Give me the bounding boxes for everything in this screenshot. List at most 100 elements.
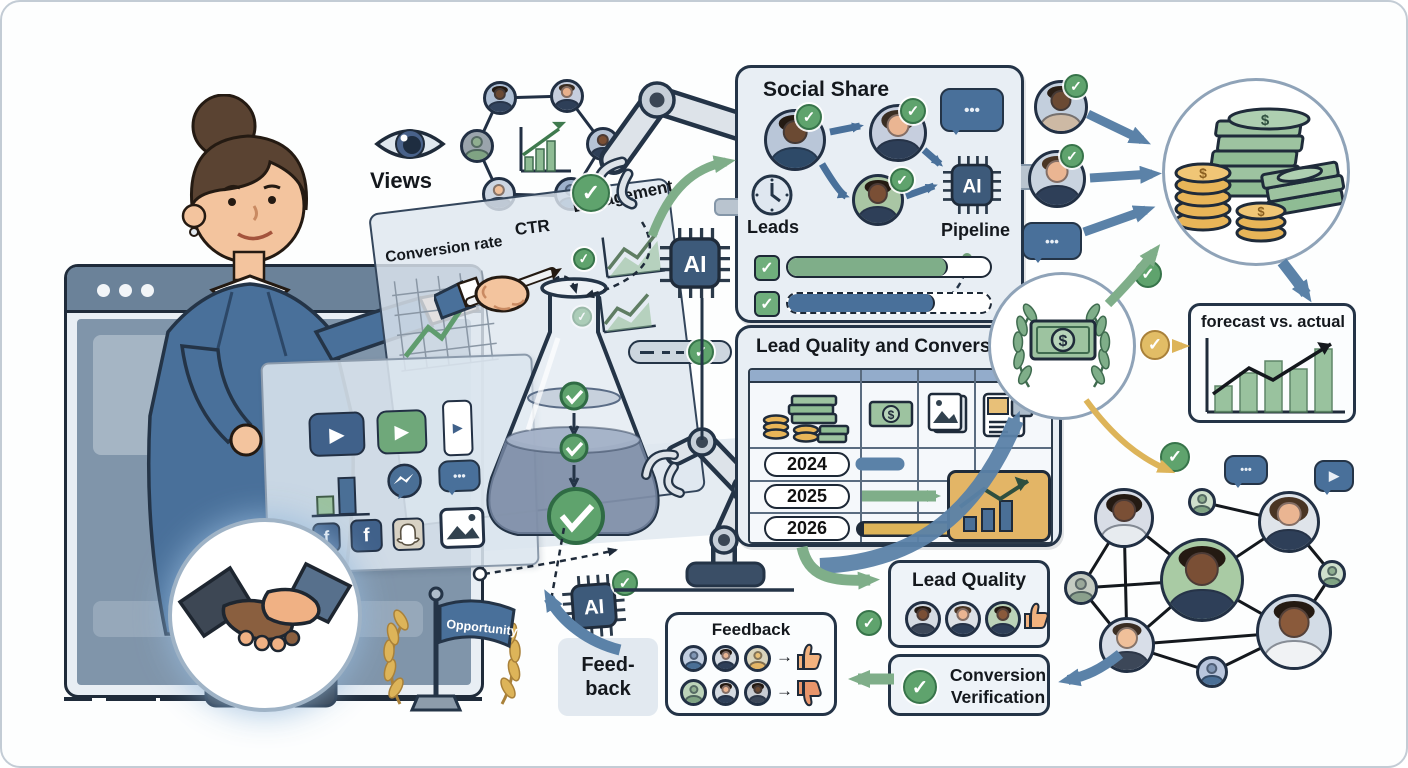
blue-arrow-avatar-to-money <box>1086 109 1152 145</box>
avatar <box>1064 571 1098 605</box>
svg-text:AI: AI <box>684 251 707 277</box>
social-share-title: Social Share <box>763 78 890 101</box>
check-icon: ✓ <box>1160 442 1190 472</box>
handshake-circle <box>168 518 362 712</box>
avatar <box>1188 488 1216 516</box>
check-icon: ✓ <box>1134 260 1162 288</box>
earring <box>189 227 199 237</box>
pipeline-label: Pipeline <box>941 220 1011 240</box>
thumbs-up-icon <box>1024 602 1049 629</box>
social-media-board: ▶ ▶ ▶ ••• f f <box>260 353 540 575</box>
messenger-icon <box>387 463 422 500</box>
checkbox-icon: ✓ <box>754 255 780 281</box>
green-laurel-icon <box>1012 303 1111 388</box>
chat-bubble-icon: ••• <box>1022 222 1082 263</box>
video-play-icon: ▶ <box>376 409 428 455</box>
conversion-box-line2: Verification <box>950 686 1046 707</box>
image-icon <box>439 506 486 549</box>
avatar <box>985 601 1021 637</box>
blue-arrow-avatar-to-money <box>1089 165 1162 184</box>
flask-big-check-icon <box>547 487 605 545</box>
lead-quality-box-title: Lead Quality <box>911 570 1027 591</box>
revenue-money-circle: $ $ $ <box>1162 78 1350 266</box>
ear <box>181 203 207 229</box>
clock-icon <box>751 174 793 216</box>
award-money-circle: $ <box>988 272 1136 420</box>
avatar <box>680 679 707 706</box>
flask-check-icon <box>559 381 589 411</box>
growth-chart-card <box>947 470 1051 542</box>
checkbox-icon: ✓ <box>754 291 780 317</box>
avatar <box>945 601 981 637</box>
avatar <box>1099 617 1155 673</box>
avatar <box>550 79 584 113</box>
check-icon: ✓ <box>1060 144 1084 168</box>
avatar <box>1034 80 1088 134</box>
progress-bar-green <box>786 256 992 278</box>
feedback-note-line2: back <box>585 678 631 700</box>
svg-text:$: $ <box>1059 333 1068 350</box>
hand-left <box>229 423 263 457</box>
avatar <box>1318 560 1346 588</box>
blue-arrow-bubble-to-money <box>1082 205 1156 237</box>
chat-bubble-icon: ••• <box>940 88 1004 135</box>
avatar <box>1094 488 1154 548</box>
lead-quality-conversion-title: Lead Quality and Conversion <box>756 336 1019 357</box>
lead-quality-box: Lead Quality <box>888 560 1050 648</box>
panel-left-tab <box>714 198 738 216</box>
check-icon: ✓ <box>856 610 882 636</box>
conversion-box-line1: Conversion <box>949 665 1047 685</box>
mobile-video-icon: ▶ <box>441 399 474 457</box>
svg-text:AI: AI <box>583 596 605 619</box>
feedback-note-line1: Feed- <box>581 654 635 676</box>
feedback-box: Feedback → → <box>665 612 837 716</box>
check-icon: ✓ <box>903 670 937 704</box>
community-network: ✓ ••• ▶ <box>1050 440 1406 732</box>
green-arrow-to-lead-quality-box <box>796 545 880 590</box>
progress-bar-blue <box>786 292 992 314</box>
svg-text:$: $ <box>1257 204 1265 219</box>
growth-chart-icon <box>519 121 571 173</box>
avatar <box>680 645 707 672</box>
avatar <box>1256 594 1332 670</box>
feedback-box-title: Feedback <box>711 620 791 639</box>
forecast-title: forecast vs. actual <box>1201 313 1345 331</box>
avatar <box>1160 538 1244 622</box>
check-icon: ✓ <box>796 104 822 130</box>
ai-chip: AI <box>943 156 1001 214</box>
avatar <box>1196 656 1228 688</box>
arrow-right-glyph: → <box>776 681 793 700</box>
avatar <box>712 645 739 672</box>
ai-chip: AI <box>660 228 730 298</box>
check-icon: ✓ <box>890 168 914 192</box>
network-lines <box>1079 500 1334 674</box>
mini-line-chart-icon <box>598 293 656 334</box>
check-icon: ✓ <box>688 339 714 365</box>
avatar <box>712 679 739 706</box>
window-dot-icon <box>97 284 110 297</box>
window-dot-icon <box>119 284 132 297</box>
social-share-panel: Social Share ✓ ✓ ✓ ••• AI <box>735 65 1024 323</box>
desk-line <box>64 697 92 701</box>
feedback-note: Feed- back <box>558 638 658 716</box>
snapchat-icon <box>391 517 426 552</box>
forecast-panel: forecast vs. actual <box>1188 303 1356 423</box>
avatar <box>1258 491 1320 553</box>
flask-check-icon <box>559 433 589 463</box>
check-icon: ✓ <box>1064 74 1088 98</box>
avatar <box>744 679 771 706</box>
opportunity-award: Opportunity <box>374 584 542 718</box>
metric-label-ctr: CTR <box>513 216 551 240</box>
handshake-icon <box>177 561 353 653</box>
chat-bubble-icon: ••• <box>1224 455 1268 488</box>
avatar <box>460 129 494 163</box>
avatar <box>1028 150 1086 208</box>
svg-text:AI: AI <box>962 176 981 197</box>
leads-label: Leads <box>747 217 800 237</box>
avatar <box>744 645 771 672</box>
arrow-right-glyph: → <box>776 647 793 666</box>
avatar <box>483 81 517 115</box>
gold-laurel-icon <box>383 609 521 705</box>
check-icon: ✓ <box>572 174 610 212</box>
